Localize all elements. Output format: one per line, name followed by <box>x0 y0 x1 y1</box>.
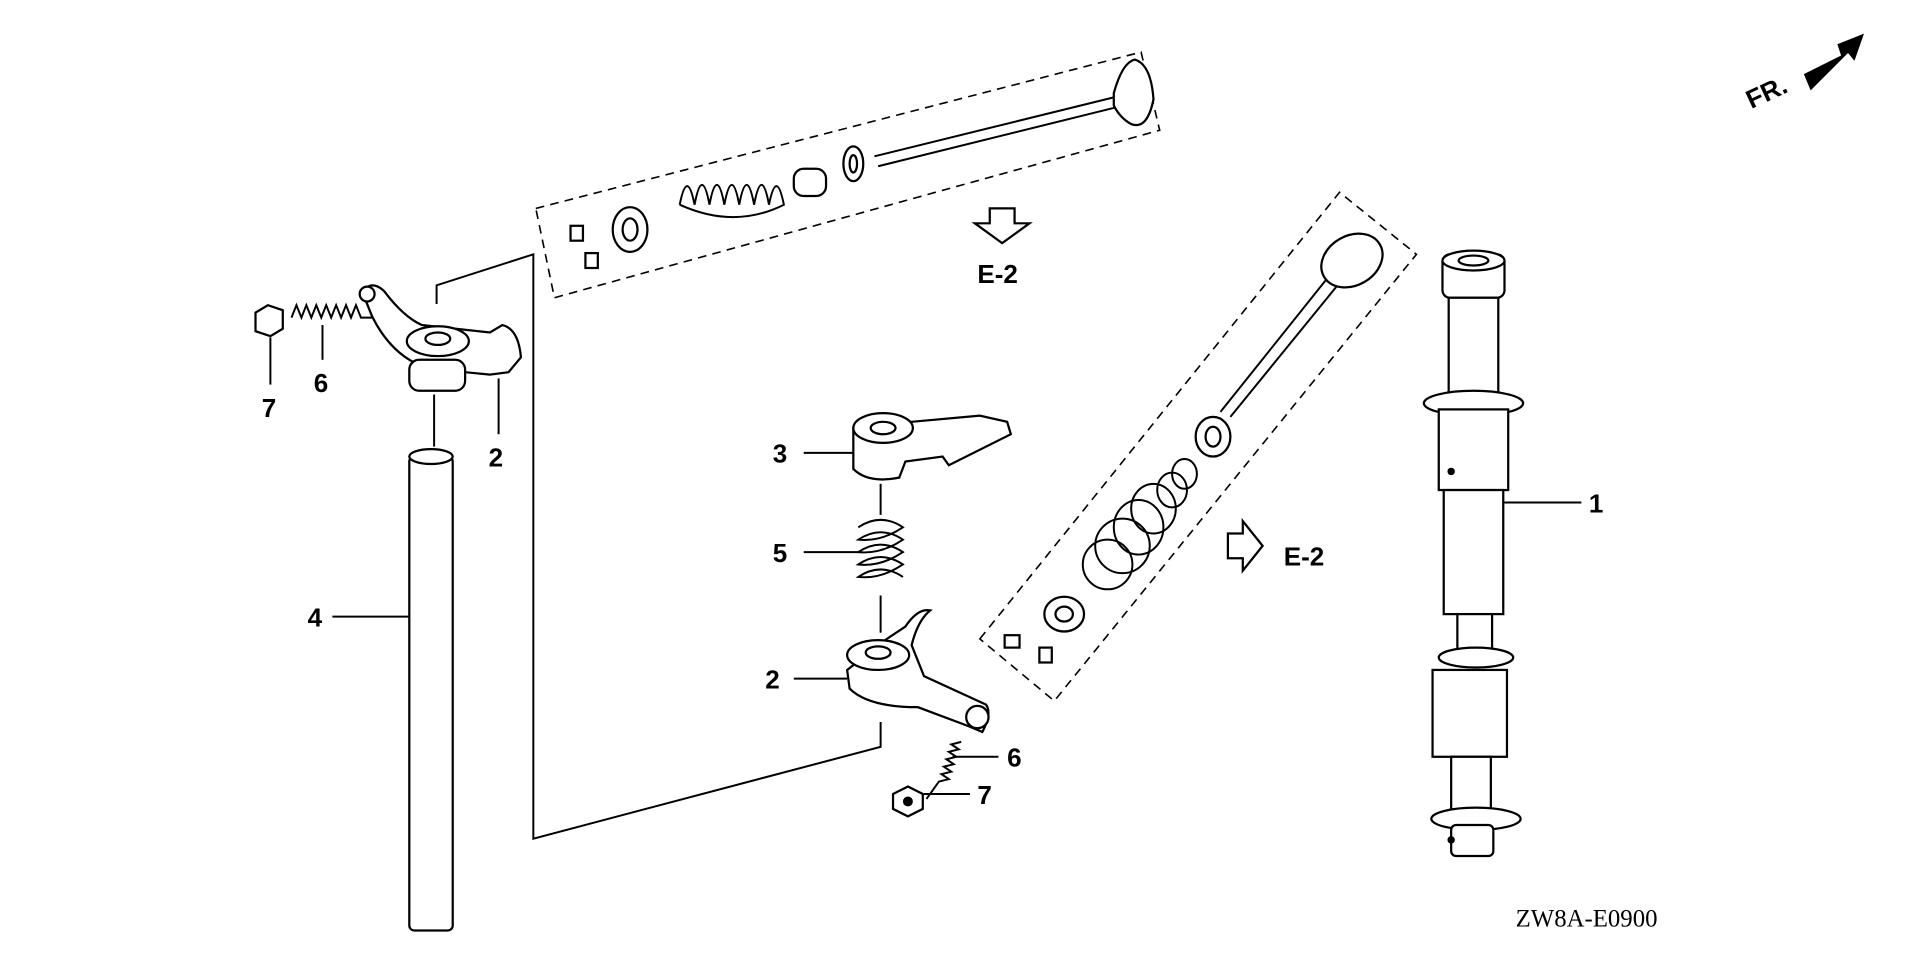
callout-2-lower: 2 <box>765 665 779 695</box>
rocker-arm-lower: 2 <box>765 608 990 734</box>
fr-label: FR. <box>1741 70 1792 115</box>
down-arrow-icon <box>971 207 1033 245</box>
callout-2-upper: 2 <box>489 442 503 472</box>
callout-4: 4 <box>308 603 323 633</box>
rocker-arm-upper: 2 <box>358 284 523 472</box>
front-direction-indicator: FR. <box>1741 33 1864 115</box>
rocker-shaft: 4 <box>308 394 454 932</box>
diagram-code: ZW8A-E0900 <box>1516 906 1658 933</box>
callout-6-upper: 6 <box>314 368 328 398</box>
callout-1: 1 <box>1589 488 1603 518</box>
callout-5: 5 <box>773 538 787 568</box>
valve-group-lower: E-2 <box>978 191 1418 703</box>
assembly-line <box>435 252 882 840</box>
adjusting-screw-lower: 6 <box>925 740 1022 800</box>
callout-6-lower: 6 <box>1007 743 1021 773</box>
reference-label-e2-upper: E-2 <box>977 259 1018 289</box>
callout-7-lower: 7 <box>977 780 991 810</box>
right-arrow-icon <box>1226 517 1265 574</box>
nut-upper: 7 <box>254 303 284 423</box>
rocker-arm-3: 3 <box>773 412 1013 515</box>
front-arrow-icon <box>1803 33 1864 91</box>
callout-7-upper: 7 <box>262 393 276 423</box>
camshaft: 1 <box>1422 249 1603 858</box>
adjusting-screw-upper: 6 <box>290 302 374 398</box>
callout-3: 3 <box>773 439 787 469</box>
valve-spring-upper <box>678 183 785 218</box>
spring: 5 <box>773 518 905 633</box>
valve-spring-lower <box>1081 458 1198 591</box>
reference-label-e2-lower: E-2 <box>1284 542 1325 572</box>
valve-group-upper: E-2 <box>534 51 1161 299</box>
nut-lower: 7 <box>891 780 992 818</box>
